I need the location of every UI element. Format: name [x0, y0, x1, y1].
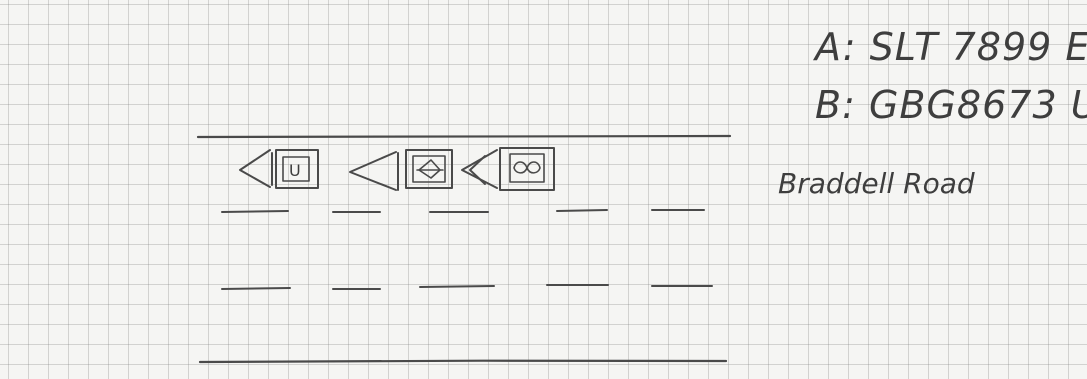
vehicle-u-icon: U	[240, 150, 318, 188]
road-name-label: Braddell Road	[778, 167, 975, 200]
road-top-edge	[198, 136, 730, 137]
vehicle-a-icon	[350, 150, 452, 190]
lane-divider-2	[222, 285, 712, 289]
lane-divider-1	[222, 210, 704, 212]
vehicle-a-legend: A: SLT 7899 E	[812, 25, 1087, 69]
vehicle-u-label: U	[289, 161, 301, 180]
vehicle-b-legend: B: GBG8673 U	[815, 83, 1087, 127]
road-bottom-edge	[200, 361, 726, 362]
vehicle-b-icon	[462, 148, 554, 190]
